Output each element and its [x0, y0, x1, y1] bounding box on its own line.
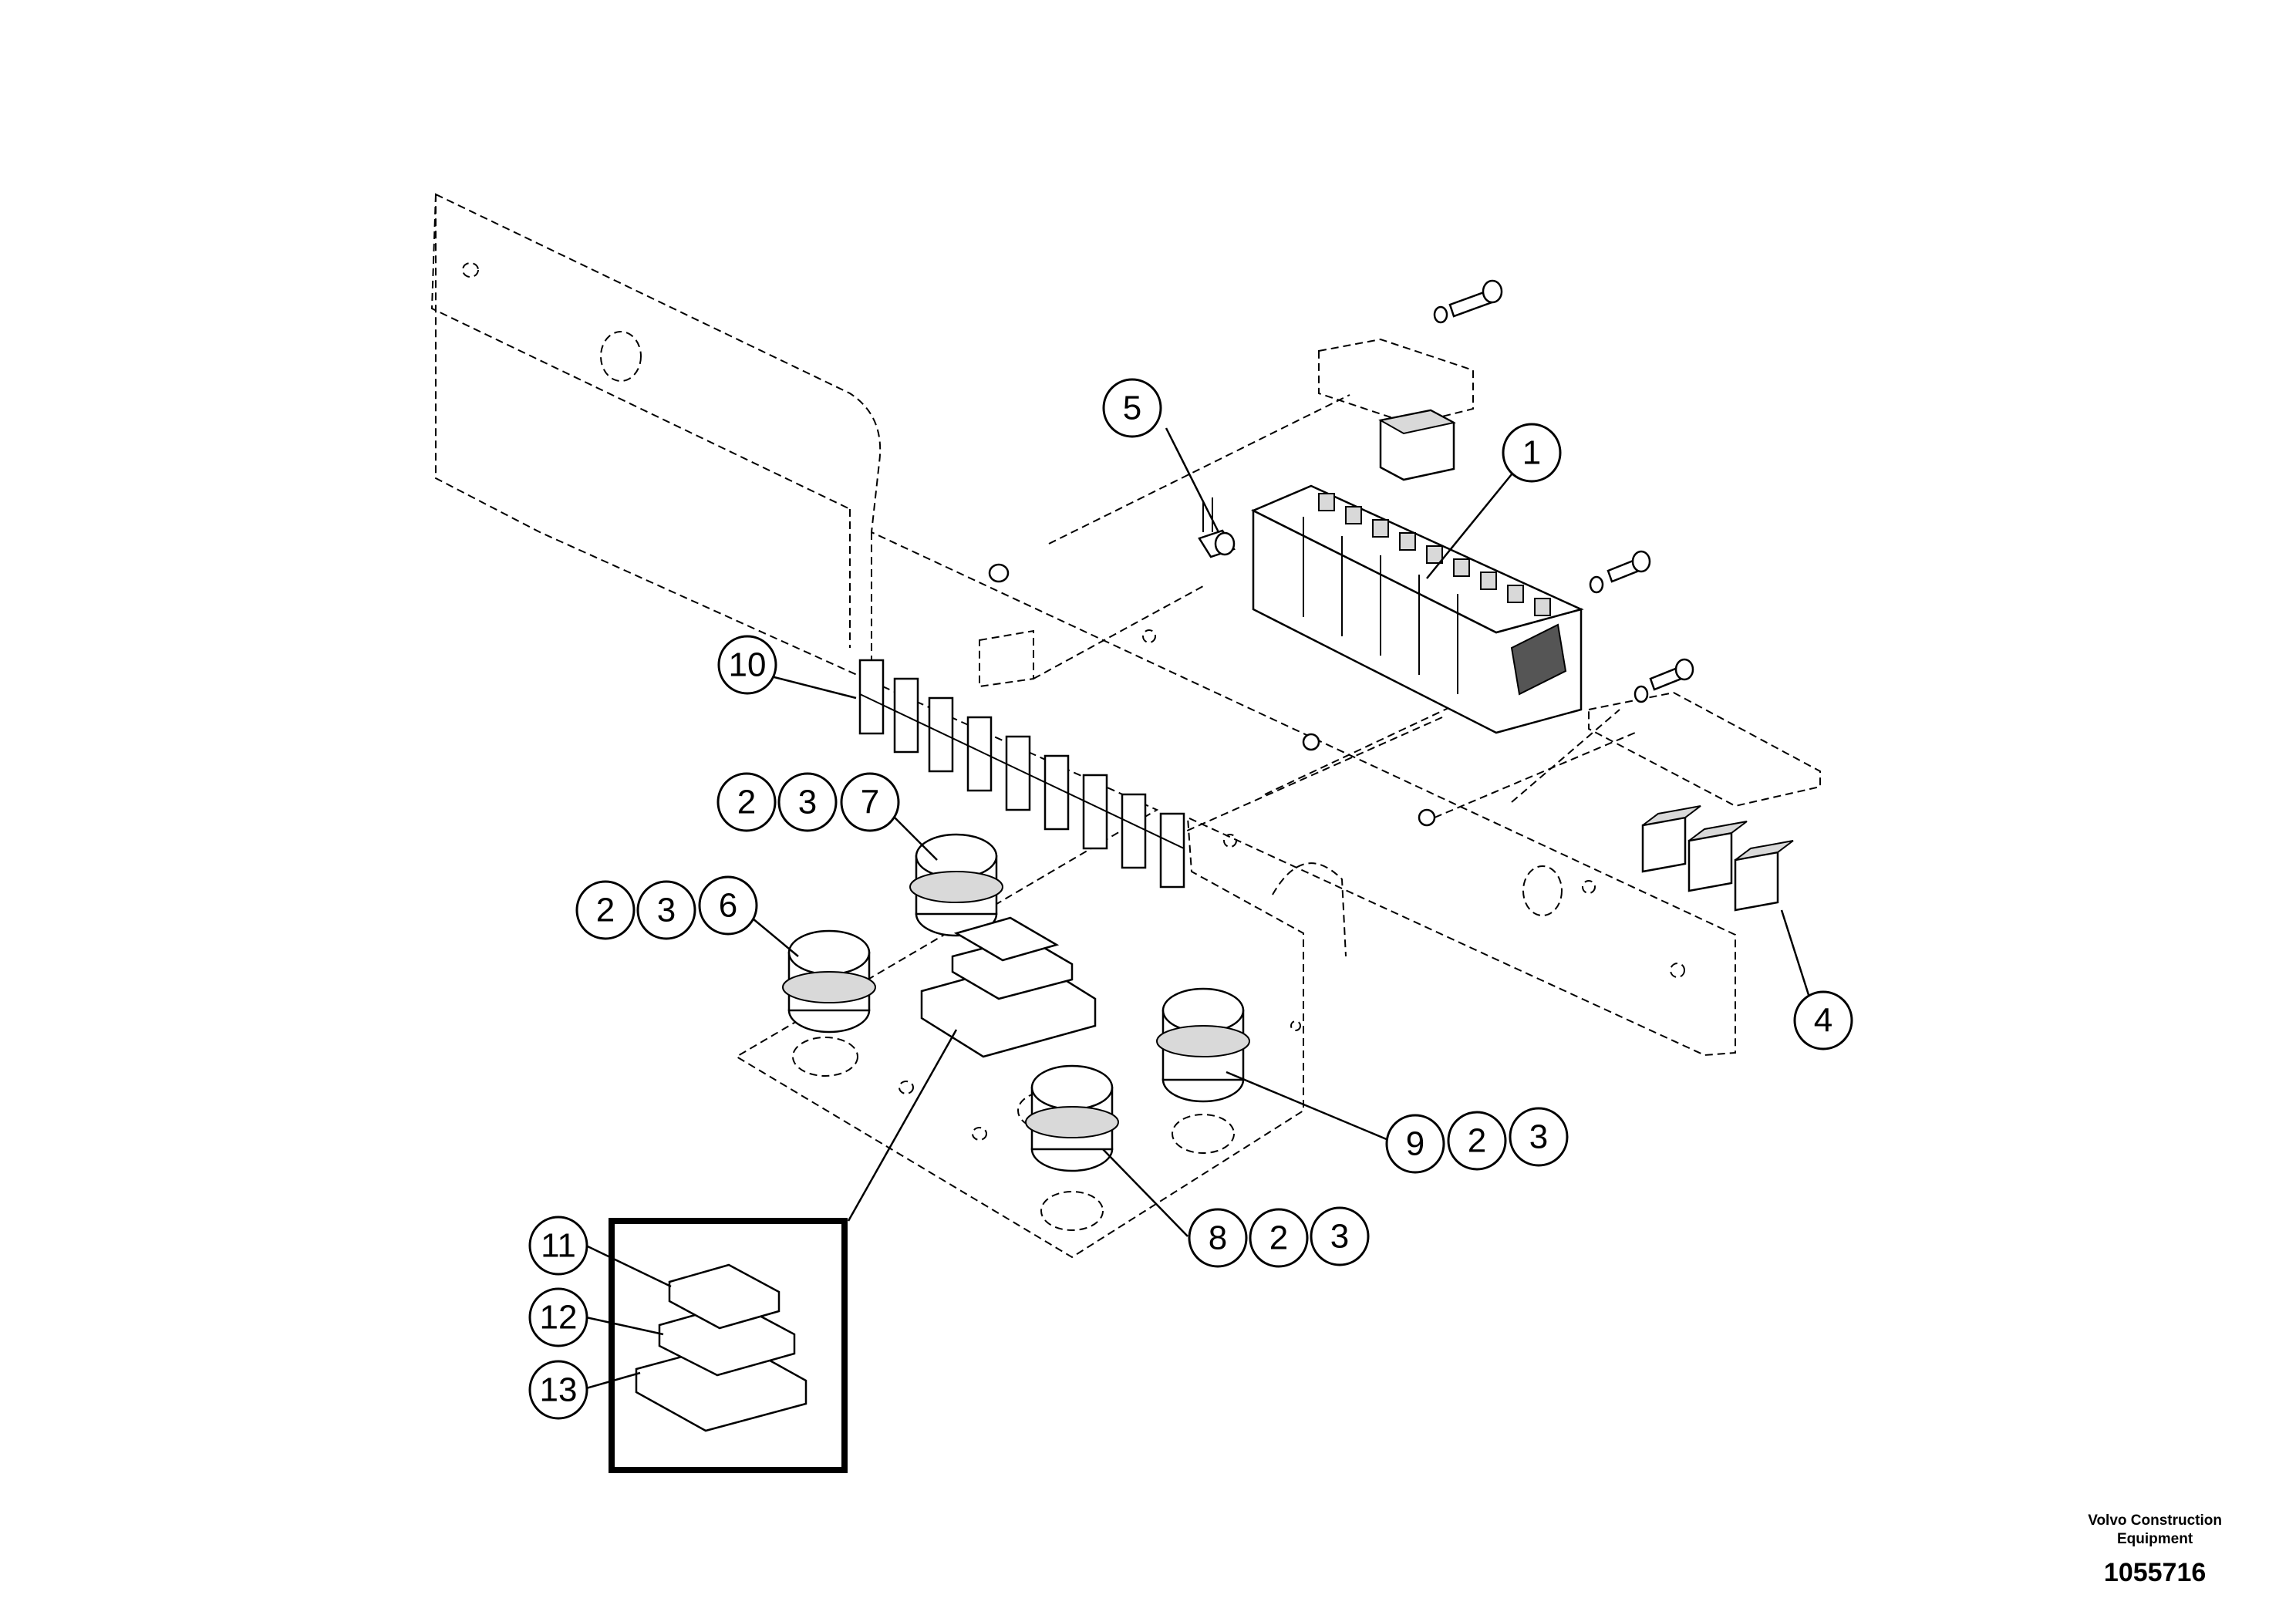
round-connector-part-8	[1025, 1064, 1119, 1172]
fuse-holder-row-part-10	[858, 659, 1185, 889]
callout-4-label: 4	[1814, 1002, 1832, 1040]
callout-5-label: 5	[1123, 389, 1141, 427]
relay-block-part-1	[1251, 484, 1584, 734]
callout-2-label: 2	[1269, 1219, 1288, 1257]
leader-lines	[585, 427, 1816, 1390]
round-connector-part-6	[782, 929, 876, 1034]
callout-11-label: 11	[541, 1227, 576, 1265]
brand-line-1: Volvo Construction	[2088, 1512, 2222, 1529]
relay-group-part-4	[1641, 805, 1794, 912]
callout-13: 13	[528, 1360, 588, 1420]
top-relay	[1378, 409, 1456, 481]
relay-block-terminals	[1318, 493, 1551, 616]
round-connector-part-7	[909, 833, 1003, 937]
callout-3-label: 3	[1330, 1218, 1349, 1256]
callout-3-row-8: 3	[1310, 1206, 1370, 1266]
callout-1: 1	[1502, 423, 1562, 483]
callout-8: 8	[1188, 1208, 1248, 1268]
round-connector-part-9	[1156, 987, 1250, 1103]
callout-2-label: 2	[596, 892, 615, 929]
callout-3-row-6: 3	[636, 880, 696, 940]
callout-3-row-9: 3	[1509, 1107, 1569, 1167]
callout-3-row-7: 3	[777, 772, 838, 832]
callout-8-label: 8	[1209, 1219, 1227, 1257]
callout-2-row-6: 2	[575, 880, 636, 940]
drawing-footer: Volvo Construction Equipment 1055716	[2088, 1512, 2222, 1588]
mounting-bracket-outline	[430, 193, 1821, 1259]
callout-3-label: 3	[798, 784, 817, 821]
callout-5: 5	[1102, 378, 1162, 438]
callout-2-row-9: 2	[1447, 1111, 1507, 1171]
stud-part-5	[1198, 497, 1236, 558]
detail-view-box	[609, 1218, 848, 1473]
callout-1-label: 1	[1522, 434, 1541, 472]
callout-4: 4	[1793, 990, 1853, 1050]
callout-12: 12	[528, 1287, 588, 1347]
callout-2-label: 2	[737, 784, 756, 821]
callout-11: 11	[528, 1216, 588, 1276]
callout-2-row-7: 2	[716, 772, 777, 832]
drawing-number: 1055716	[2103, 1558, 2207, 1587]
bolts-and-washers	[988, 279, 1694, 827]
callout-9-label: 9	[1406, 1125, 1424, 1163]
callout-12-label: 12	[540, 1299, 578, 1337]
callout-10-label: 10	[729, 646, 767, 684]
callout-6-label: 6	[719, 887, 737, 925]
callout-3-label: 3	[1529, 1118, 1548, 1156]
callout-10: 10	[717, 635, 777, 695]
callout-9: 9	[1385, 1114, 1445, 1174]
brand-line-2: Equipment	[2117, 1531, 2193, 1547]
callout-2-row-8: 2	[1249, 1208, 1309, 1268]
rectangular-connector	[920, 916, 1097, 1058]
callout-2-label: 2	[1468, 1122, 1486, 1160]
callout-7-label: 7	[861, 784, 879, 821]
callout-6: 6	[698, 875, 758, 936]
callout-3-label: 3	[657, 892, 676, 929]
callout-7: 7	[840, 772, 900, 832]
callout-13-label: 13	[540, 1371, 578, 1409]
